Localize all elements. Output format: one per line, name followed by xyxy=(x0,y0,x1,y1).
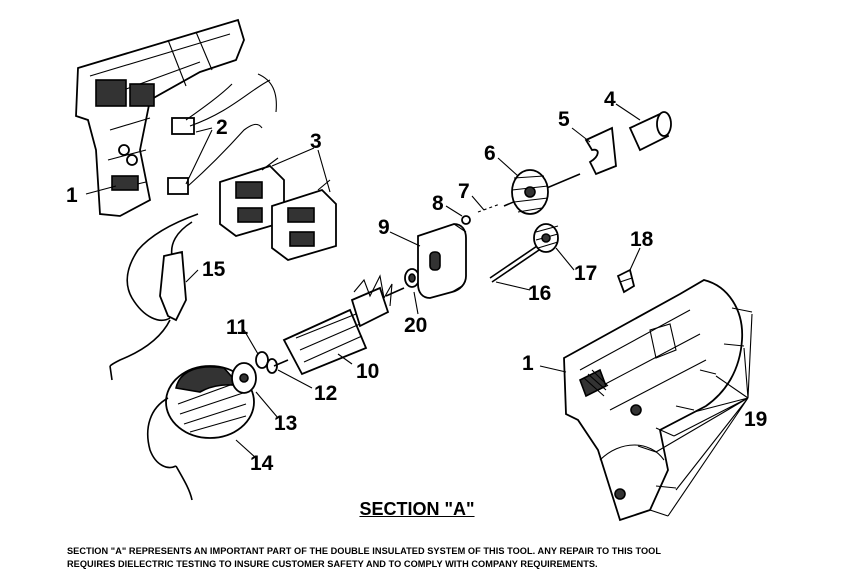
callout-17: 17 xyxy=(574,262,597,285)
motor-field xyxy=(146,365,255,501)
callout-9: 9 xyxy=(378,216,390,239)
callout-2: 2 xyxy=(216,116,228,139)
footnote-line-2: REQUIRES DIELECTRIC TESTING TO INSURE CU… xyxy=(67,559,598,569)
callout-14: 14 xyxy=(250,452,274,475)
screws-19 xyxy=(637,307,753,517)
section-title: SECTION "A" xyxy=(0,499,864,520)
retainer-5 xyxy=(584,126,617,176)
leader-lines xyxy=(85,103,753,517)
power-cord xyxy=(109,213,199,381)
callout-4: 4 xyxy=(604,88,616,111)
brush-holders xyxy=(167,73,277,195)
callout-8: 8 xyxy=(432,192,444,215)
callout-16: 16 xyxy=(528,282,551,305)
gear-6 xyxy=(503,169,581,215)
callout-labels: 1 2 3 4 5 6 7 8 9 10 11 12 13 14 15 16 1… xyxy=(66,88,767,475)
left-housing-half xyxy=(75,18,245,217)
callout-3: 3 xyxy=(310,130,322,153)
callout-20: 20 xyxy=(404,314,427,337)
callout-6: 6 xyxy=(484,142,496,165)
bearing-13 xyxy=(231,362,257,394)
ball-and-pin xyxy=(461,203,501,225)
right-housing-half xyxy=(563,279,743,522)
armature xyxy=(273,274,405,376)
callout-7: 7 xyxy=(458,180,470,203)
clip-18 xyxy=(616,268,636,294)
washers-11-12 xyxy=(255,351,278,374)
callout-5: 5 xyxy=(558,108,570,131)
callout-11: 11 xyxy=(226,316,249,339)
callout-1-left-housing: 1 xyxy=(66,184,78,207)
callout-10: 10 xyxy=(356,360,379,383)
shaft-16 xyxy=(489,243,543,283)
callout-13: 13 xyxy=(274,412,297,435)
callout-1-right-housing: 1 xyxy=(522,352,534,375)
callout-15: 15 xyxy=(202,258,226,281)
footnote-line-1: SECTION "A" REPRESENTS AN IMPORTANT PART… xyxy=(67,546,662,556)
gear-plate xyxy=(417,223,467,299)
section-title-text: SECTION "A" xyxy=(359,499,475,519)
spacer-20 xyxy=(404,268,420,288)
callout-18: 18 xyxy=(630,228,654,251)
pinion-17 xyxy=(533,223,559,253)
bearing-4 xyxy=(628,111,672,152)
callout-19: 19 xyxy=(744,408,767,431)
footnote: SECTION "A" REPRESENTS AN IMPORTANT PART… xyxy=(67,545,857,571)
callout-12: 12 xyxy=(314,382,337,405)
switch-assembly xyxy=(219,157,337,261)
